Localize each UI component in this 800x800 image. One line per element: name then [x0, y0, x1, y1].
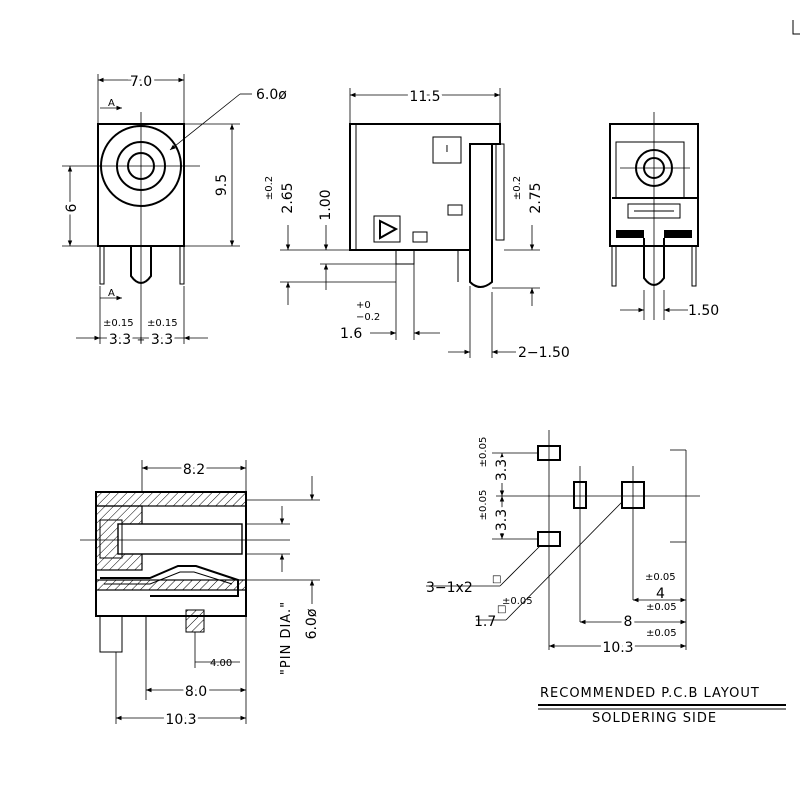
- label-pcb-pad-square: □: [497, 604, 506, 615]
- section-marker-a-top: A: [108, 98, 115, 109]
- svg-text:+: +: [137, 335, 145, 346]
- dim-side-pin-width: 1.6: [340, 326, 362, 342]
- section-bottom-wall: [95, 579, 247, 591]
- side-small-square-2: [412, 231, 428, 243]
- front-pin-center: [130, 246, 152, 284]
- dim-side-pin-thickness: 2−1.50: [518, 345, 570, 361]
- side-pin-1: [395, 249, 415, 265]
- tol-pcb-v2: ±0.05: [478, 490, 489, 521]
- side-pin-contact: [495, 143, 505, 241]
- section-marker-a-bottom: A: [108, 288, 115, 299]
- section-spring-contact: [100, 565, 239, 597]
- dim-front-pin-right: 3.3: [151, 332, 173, 348]
- label-pcb-pad: 1.7: [474, 614, 496, 630]
- dim-pcb-v2: 3.3: [494, 509, 510, 531]
- tol-pcb-v1: ±0.05: [478, 437, 489, 468]
- corner-mark: [792, 20, 800, 35]
- section-bottom-pin-left: [99, 615, 123, 653]
- section-view: 8.2 "PIN DIA." 6.0ø 4.00 8.0 10.3: [80, 459, 320, 731]
- pcb-layout-title: RECOMMENDED P.C.B LAYOUT: [540, 686, 760, 701]
- dim-section-bore-dia: 6.0ø: [304, 608, 320, 639]
- section-pin-head: [99, 519, 123, 559]
- rear-pin-center: [643, 238, 665, 286]
- tol-front-pin-left: ±0.15: [103, 318, 134, 329]
- tol-side-pin-plus: +0: [356, 300, 371, 311]
- triangle-logo-icon: [379, 219, 399, 240]
- tol-front-pin-right: ±0.15: [147, 318, 178, 329]
- dim-side-left-height: 2.65: [280, 182, 296, 213]
- pcb-layout-subtitle: SOLDERING SIDE: [592, 711, 717, 726]
- dim-front-width: 7.0: [130, 74, 152, 90]
- dim-section-total-width: 10.3: [165, 712, 196, 728]
- dim-front-pin-left: 3.3: [109, 332, 131, 348]
- rear-pin-left: [611, 246, 617, 287]
- side-pin-bar: [469, 144, 493, 288]
- tol-side-left: ±0.2: [264, 176, 275, 200]
- front-pin-right: [179, 246, 185, 285]
- rear-pin-right: [691, 246, 697, 287]
- dim-side-length: 11.5: [409, 89, 440, 105]
- tol-pcb-4b: ±0.05: [646, 602, 677, 613]
- dim-section-base-pitch: 8.0: [185, 684, 207, 700]
- dim-section-pin-pitch: 4.00: [210, 658, 232, 669]
- tol-pcb-4: ±0.05: [645, 572, 676, 583]
- tol-pcb-8: ±0.05: [646, 628, 677, 639]
- side-view: I 11.5 ±0.2 2.65 1.00 ±0.2 2.75: [264, 86, 570, 361]
- tol-pcb-pad: ±0.05: [502, 596, 533, 607]
- dim-pcb-total: 10.3: [602, 640, 633, 656]
- tol-side-right: ±0.2: [512, 176, 523, 200]
- label-pcb-hole-square: □: [492, 574, 501, 585]
- side-marking-text: I: [446, 144, 449, 155]
- dim-rear-pin-width: 1.50: [688, 303, 719, 319]
- side-body-outline: [349, 123, 501, 251]
- dim-pcb-4: 4: [656, 586, 665, 602]
- pcb-layout: ±0.05 3.3 ±0.05 3.3 3−1x2 □ 1.7 □ ±0.05 …: [426, 430, 786, 726]
- section-bottom-pin-right: [185, 609, 205, 633]
- tol-side-pin-minus: −0.2: [356, 312, 380, 323]
- rear-contact-right: [664, 230, 692, 238]
- label-pcb-hole: 3−1x2: [426, 580, 473, 596]
- dim-pcb-8: 8: [624, 614, 633, 630]
- rear-view: 1.50: [609, 112, 719, 320]
- front-pin-left: [99, 246, 105, 285]
- dim-front-height: 9.5: [214, 174, 230, 196]
- side-logo-box: [373, 215, 401, 243]
- dim-section-top-width: 8.2: [183, 462, 205, 478]
- label-pin-dia: "PIN DIA.": [279, 601, 294, 675]
- dim-side-right-height: 2.75: [528, 182, 544, 213]
- dim-side-mid-height: 1.00: [318, 189, 334, 220]
- section-top-wall: [95, 491, 247, 507]
- side-small-square-1: [447, 204, 463, 216]
- section-center-pin: [117, 523, 243, 555]
- side-marking-box: [432, 136, 462, 164]
- front-view: 7.0 A A 6.0ø 9.5 6 ±0.15 ±0.15 3.3 + 3.3: [61, 71, 287, 351]
- rear-contact-left: [616, 230, 644, 238]
- dim-front-center-height: 6: [64, 203, 80, 212]
- rear-contact-block: [627, 203, 681, 219]
- section-spring-inner: [104, 571, 233, 585]
- dim-pcb-v1: 3.3: [494, 459, 510, 481]
- dim-front-hole-dia: 6.0ø: [256, 87, 287, 103]
